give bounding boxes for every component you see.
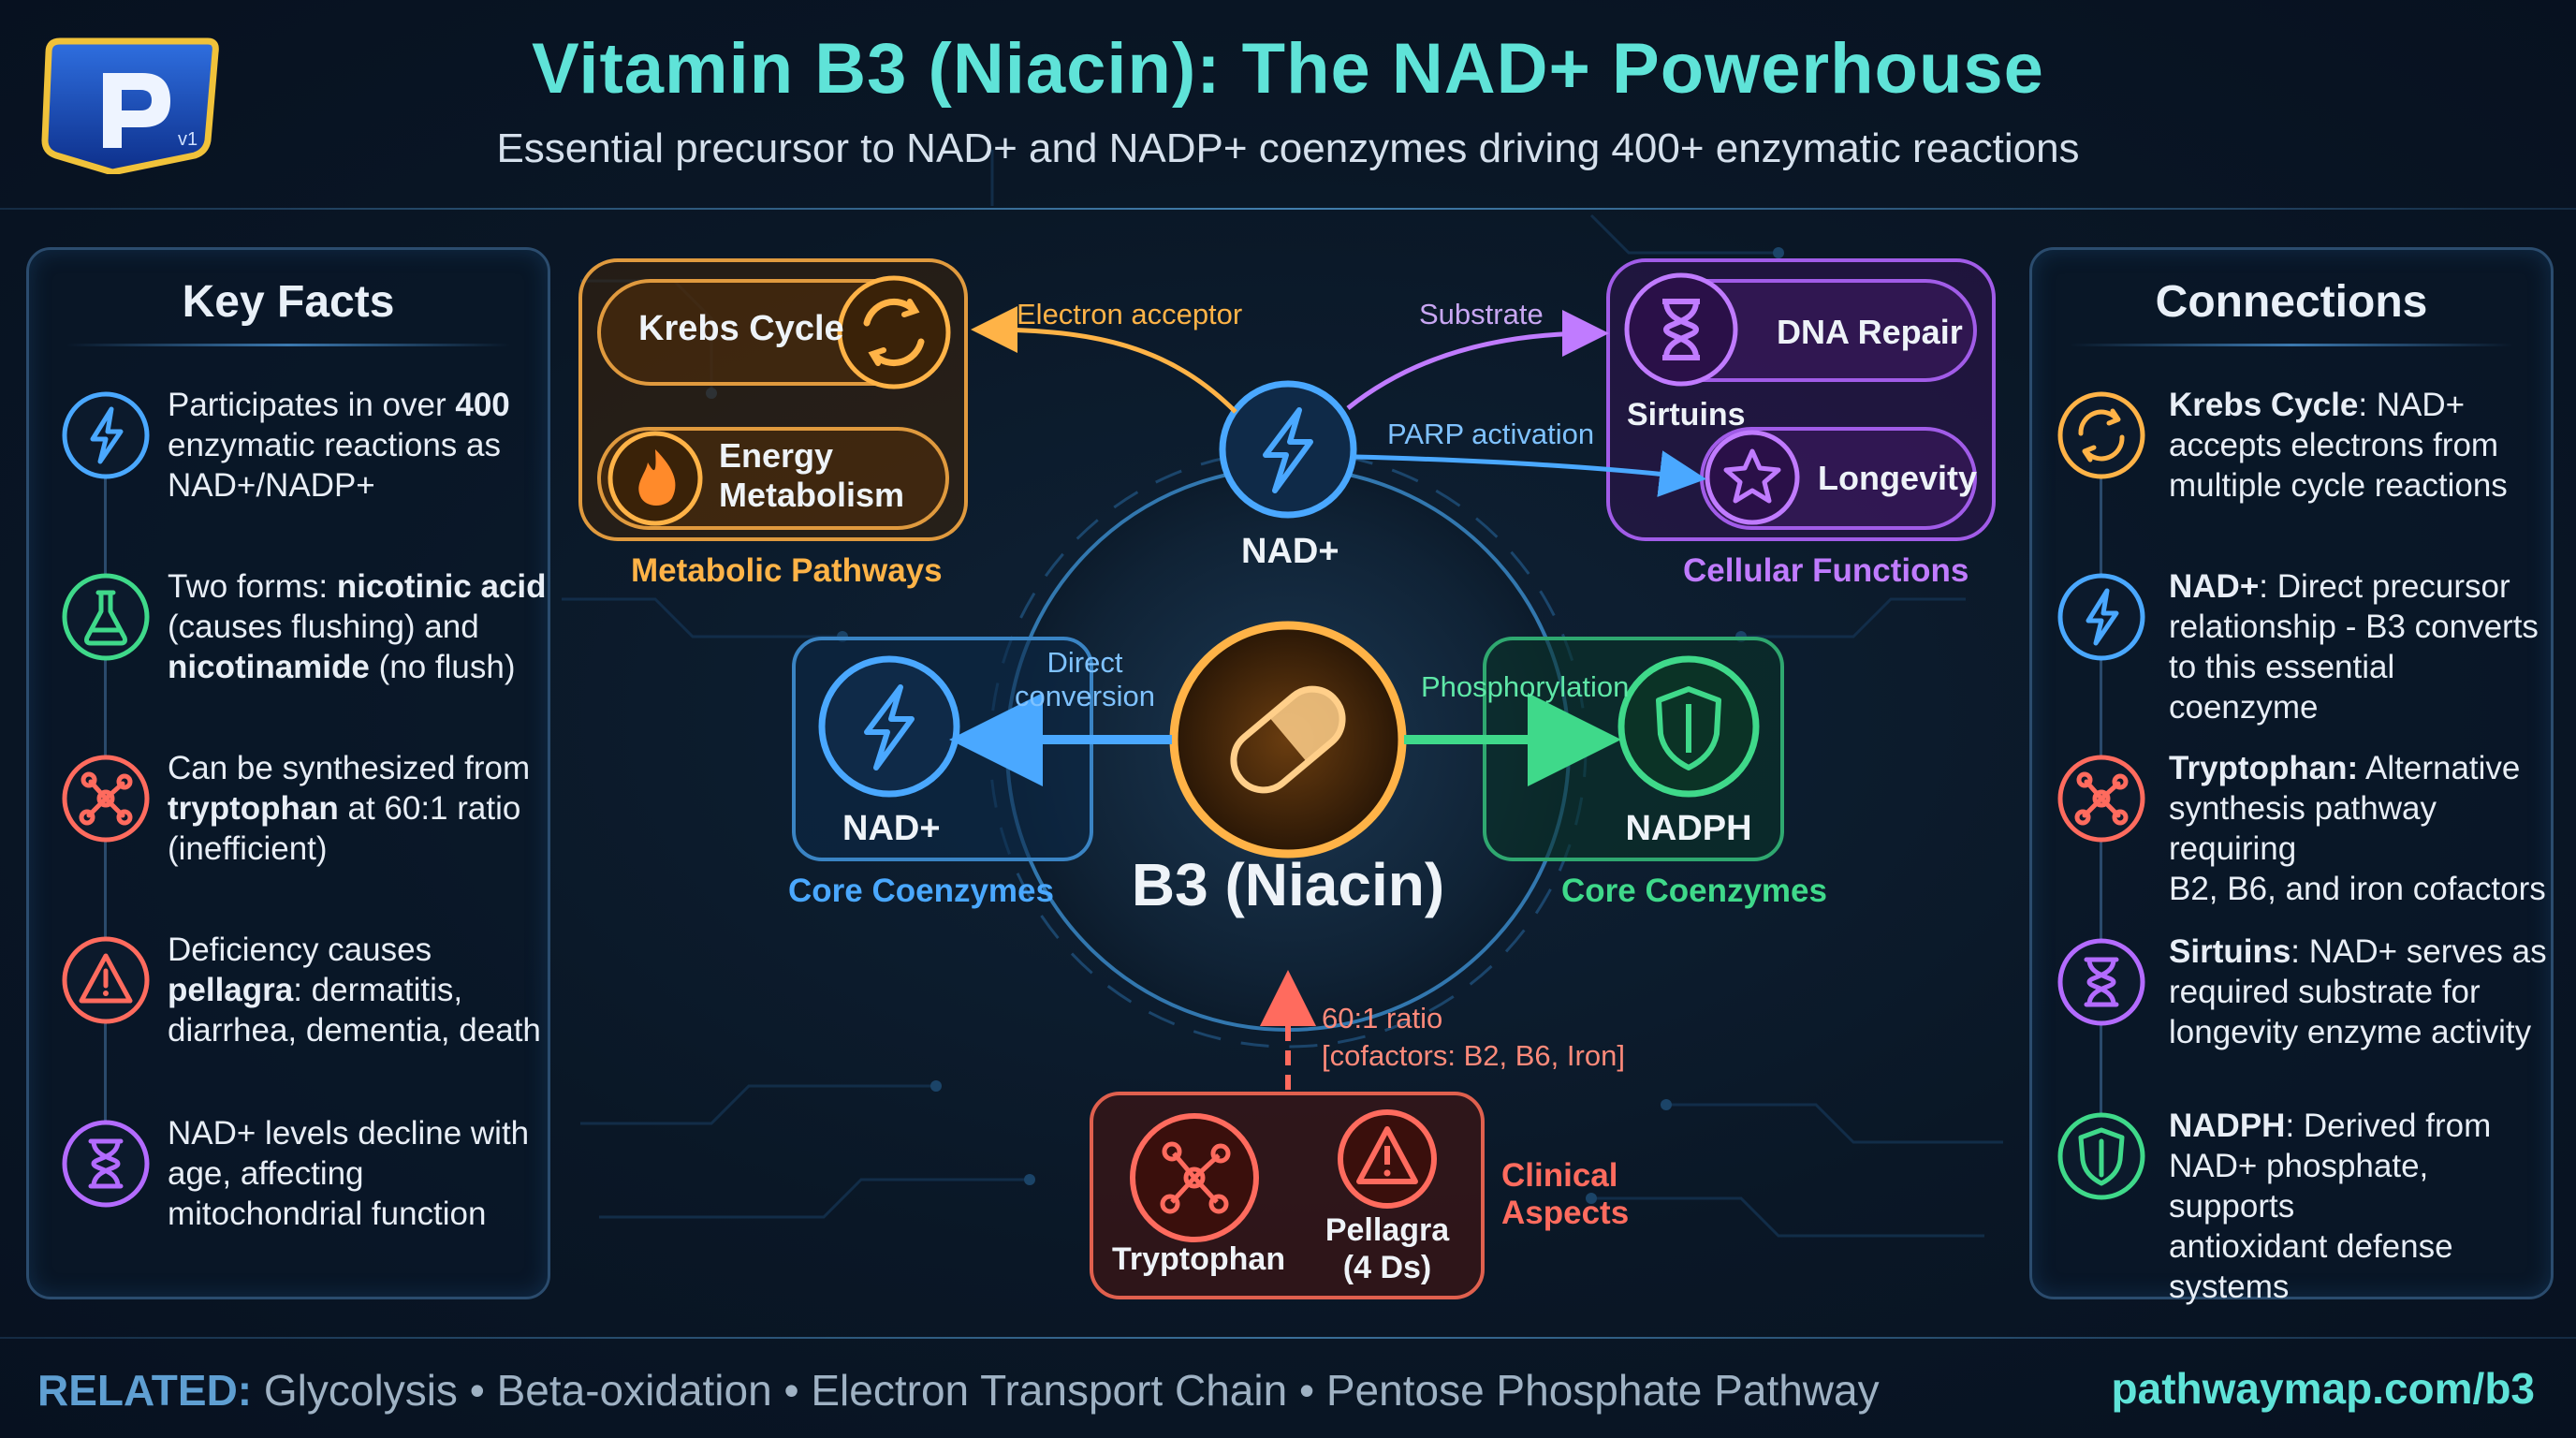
hourglass-icon-bg (1624, 272, 1738, 387)
shield-icon (1656, 686, 1721, 770)
page-title: Vitamin B3 (Niacin): The NAD+ Powerhouse (532, 29, 2044, 109)
longevity-label: Longevity (1818, 459, 1978, 497)
hourglass-icon (59, 1117, 153, 1211)
core-coenzymes-right-caption: Core Coenzymes (1561, 873, 1827, 909)
lightning-icon (2055, 570, 2148, 664)
nad-left-node[interactable] (818, 655, 960, 798)
pellagra-label: Pellagra(4 Ds) (1325, 1212, 1450, 1285)
panel-rule (2070, 344, 2513, 346)
related-link[interactable]: Glycolysis (263, 1366, 458, 1415)
parp-activation-label: PARP activation (1387, 418, 1595, 450)
lightning-icon (864, 684, 915, 770)
hourglass-icon (2055, 935, 2148, 1029)
ratio-label: 60:1 ratio[cofactors: B2, B6, Iron] (1322, 1002, 1625, 1072)
metabolic-pathways-caption: Metabolic Pathways (631, 552, 943, 589)
list-item: Two forms: nicotinic acid(causes flushin… (168, 568, 547, 685)
substrate-label: Substrate (1419, 298, 1544, 330)
panel-rule (66, 344, 510, 346)
related-link[interactable]: Pentose Phosphate Pathway (1325, 1366, 1880, 1415)
molecule-icon (1160, 1141, 1231, 1214)
site-url-link[interactable]: pathwaymap.com/b3 (2111, 1364, 2535, 1413)
related-link[interactable]: Electron Transport Chain (811, 1366, 1288, 1415)
hourglass-icon (1662, 299, 1700, 360)
molecule-icon (2055, 752, 2148, 845)
molecule-icon (59, 752, 153, 845)
related-label: RELATED: (37, 1366, 253, 1415)
nad-top-node[interactable] (1219, 380, 1357, 519)
footer-divider (0, 1337, 2576, 1339)
app-logo: v1 (37, 36, 220, 176)
logo-version: v1 (178, 129, 198, 150)
edge-substrate (1346, 310, 1609, 410)
cycle-icon (2055, 389, 2148, 482)
edge-electron-acceptor (971, 306, 1237, 414)
capsule-icon (1230, 685, 1346, 794)
flame-icon (638, 449, 676, 506)
connections-title: Connections (2155, 277, 2428, 327)
krebs-cycle-label: Krebs Cycle (638, 309, 844, 348)
page-subtitle: Essential precursor to NAD+ and NADP+ co… (496, 125, 2080, 171)
edge-parp-activation (1354, 450, 1706, 497)
cycle-icon (863, 298, 925, 367)
connections-panel: Connections Krebs Cycle: NAD+accepts ele… (2029, 247, 2554, 1305)
dna-repair-label: DNA Repair (1777, 313, 1963, 351)
nad-top-label: NAD+ (1241, 532, 1339, 571)
nadph-label: NADPH (1625, 809, 1752, 848)
cycle-icon-bg (837, 275, 951, 389)
separator: • (1287, 1366, 1326, 1415)
flask-icon (59, 570, 153, 664)
related-links: RELATED: Glycolysis • Beta-oxidation • E… (37, 1365, 1880, 1416)
key-facts-title: Key Facts (182, 277, 395, 327)
star-icon-bg (1705, 430, 1800, 525)
warning-icon (1356, 1126, 1418, 1184)
lightning-icon (59, 389, 153, 482)
cellular-functions-caption: Cellular Functions (1683, 552, 1969, 589)
phosphorylation-label: Phosphorylation (1421, 670, 1630, 703)
tryptophan-label: Tryptophan (1112, 1241, 1286, 1277)
separator: • (457, 1366, 497, 1415)
nad-left-label: NAD+ (842, 809, 941, 848)
separator: • (771, 1366, 812, 1415)
related-link[interactable]: Beta-oxidation (496, 1366, 772, 1415)
shield-icon (2055, 1109, 2148, 1203)
star-icon (1723, 448, 1781, 504)
lightning-icon (1263, 407, 1313, 493)
electron-acceptor-label: Electron acceptor (1017, 298, 1243, 330)
b3-niacin-label: B3 (Niacin) (1131, 851, 1445, 918)
core-coenzymes-left-caption: Core Coenzymes (788, 873, 1054, 909)
header-divider (0, 208, 2576, 210)
warning-icon (59, 933, 153, 1027)
sirtuins-label: Sirtuins (1627, 397, 1746, 433)
